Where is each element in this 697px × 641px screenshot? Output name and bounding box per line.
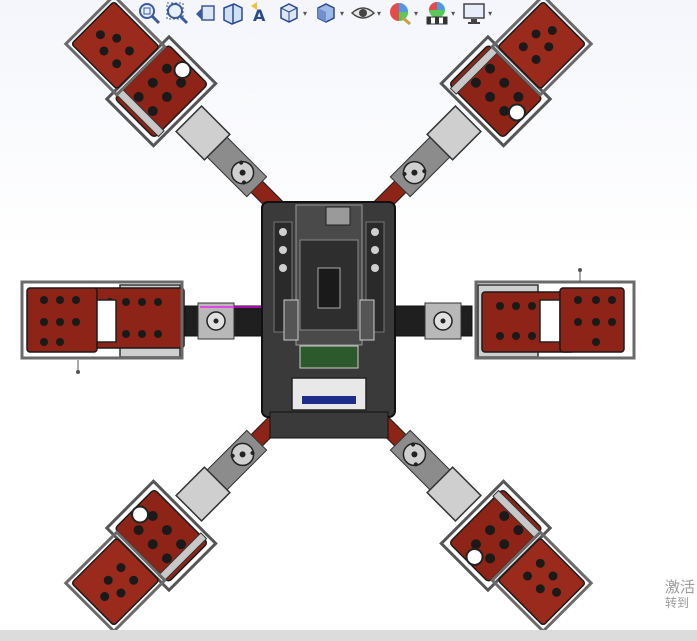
dropdown-caret-icon[interactable]: ▾: [414, 8, 419, 18]
dropdown-caret-icon[interactable]: ▾: [377, 8, 382, 18]
zoom-to-fit-icon: [136, 0, 162, 26]
dynamic-annotation-button[interactable]: A: [248, 0, 274, 26]
leg-middle-right: [386, 268, 636, 360]
robot-body: [261, 201, 396, 439]
display-style-button[interactable]: ▾: [313, 0, 348, 26]
activation-watermark: 激活 转到: [665, 578, 697, 610]
watermark-line-1: 激活: [665, 578, 696, 596]
watermark-line-2: 转到: [665, 596, 690, 610]
section-view-button[interactable]: [220, 0, 246, 26]
previous-view-button[interactable]: [192, 0, 218, 26]
view-orientation-button[interactable]: ▾: [276, 0, 311, 26]
previous-view-icon: [192, 0, 218, 26]
zoom-to-area-button[interactable]: [164, 0, 190, 26]
hide-show-items-button[interactable]: ▾: [350, 0, 385, 26]
heads-up-view-toolbar: A ▾ ▾ ▾ ▾ ▾ ▾: [136, 0, 496, 28]
view-orientation-icon: [276, 0, 302, 26]
edit-appearance-button[interactable]: ▾: [387, 0, 422, 26]
dropdown-caret-icon[interactable]: ▾: [451, 8, 456, 18]
display-style-icon: [313, 0, 339, 26]
dropdown-caret-icon[interactable]: ▾: [488, 8, 493, 18]
section-view-icon: [220, 0, 246, 26]
edit-appearance-icon: [387, 0, 413, 26]
dropdown-caret-icon[interactable]: ▾: [340, 8, 345, 18]
zoom-to-fit-button[interactable]: [136, 0, 162, 26]
svg-text:A: A: [253, 6, 266, 25]
status-bar: [0, 630, 697, 641]
dropdown-caret-icon[interactable]: ▾: [303, 8, 308, 18]
view-settings-icon: [461, 0, 487, 26]
dynamic-annotation-icon: A: [248, 0, 274, 26]
view-settings-button[interactable]: ▾: [461, 0, 496, 26]
apply-scene-button[interactable]: ▾: [424, 0, 459, 26]
apply-scene-icon: [424, 0, 450, 26]
leg-middle-left: [20, 280, 271, 374]
hide-show-items-icon: [350, 0, 376, 26]
zoom-to-area-icon: [164, 0, 190, 26]
